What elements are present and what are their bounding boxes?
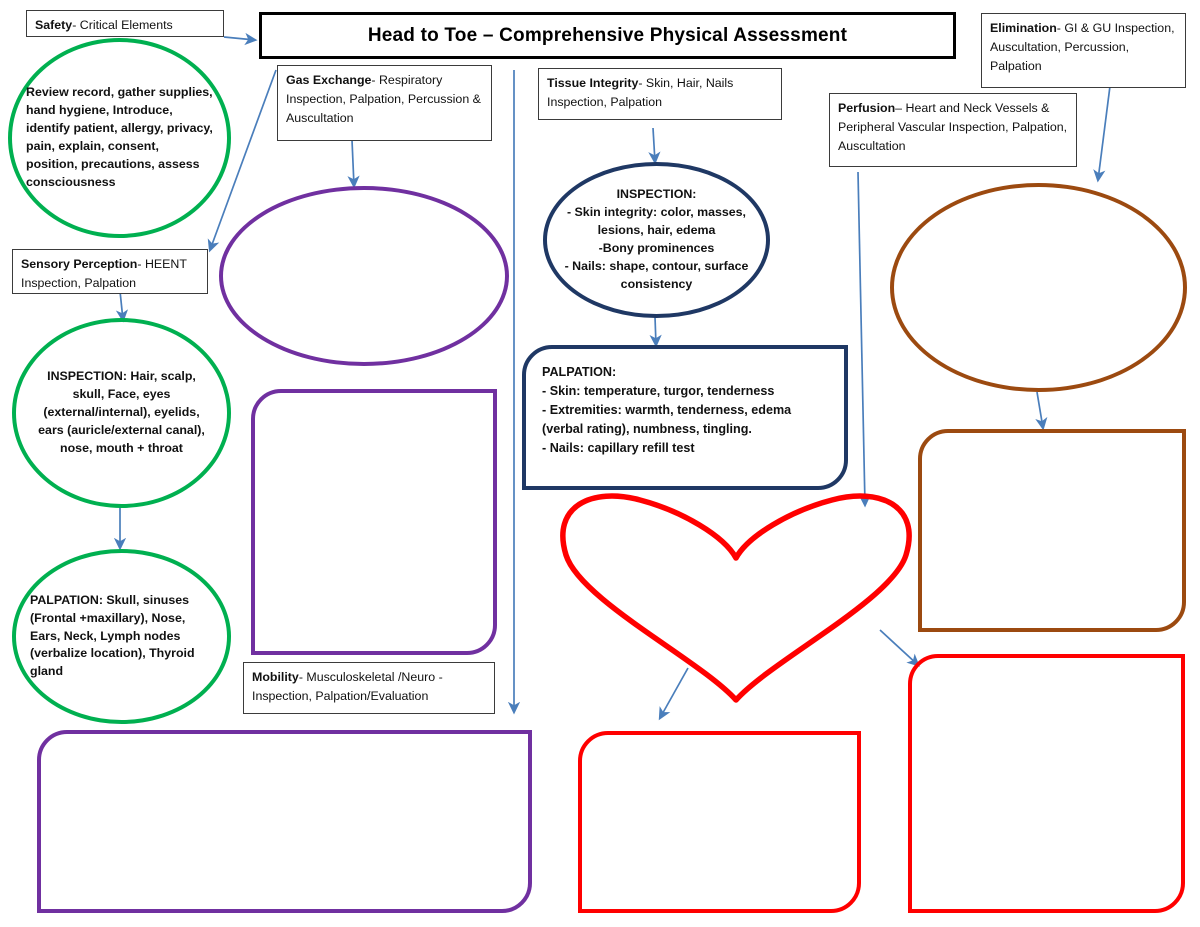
label-mobility-bold: Mobility: [252, 670, 299, 684]
arrow-inspection-to-palpation: [649, 316, 662, 348]
tissue-inspection-line-5: consistency: [620, 276, 693, 291]
mobility-rect[interactable]: [37, 730, 532, 913]
label-safety-bold: Safety: [35, 18, 73, 32]
arrow-gasexchange-to-ellipse: [347, 139, 360, 189]
gas-exchange-rect-text: [255, 393, 493, 421]
tissue-palpation-line-3: (verbal rating), numbness, tingling.: [542, 421, 752, 436]
label-safety[interactable]: Safety- Critical Elements: [26, 10, 224, 37]
elimination-ellipse[interactable]: [890, 183, 1187, 392]
arrow-heart-to-red-rect: [658, 667, 689, 721]
label-perfusion[interactable]: Perfusion– Heart and Neck Vessels & Peri…: [829, 93, 1077, 167]
tissue-palpation-line-4: - Nails: capillary refill test: [542, 440, 695, 455]
tissue-inspection-line-4: - Nails: shape, contour, surface: [564, 258, 749, 273]
gas-exchange-rect[interactable]: [251, 389, 497, 655]
arrow-perfusion-to-heart: [857, 171, 871, 508]
arrow-sensory-to-heent-inspection: [115, 290, 129, 323]
tissue-inspection-line-0: INSPECTION:: [616, 187, 697, 202]
tissue-palpation-line-0: PALPATION:: [542, 365, 617, 379]
tissue-inspection-line-2: lesions, hair, edema: [597, 223, 716, 238]
page-title-text: Head to Toe – Comprehensive Physical Ass…: [367, 24, 848, 46]
arrow-elimination-to-ellipse: [1093, 85, 1111, 183]
label-sensory-rest: - HEENT Inspection, Palpation: [21, 257, 187, 291]
label-mobility-rest: - Musculoskeletal /Neuro - Inspection, P…: [252, 670, 443, 704]
tissue-palpation-line-1: - Skin: temperature, turgor, tenderness: [542, 383, 775, 398]
tissue-palpation-rect[interactable]: PALPATION: - Skin: temperature, turgor, …: [522, 345, 848, 490]
label-tissue-integrity[interactable]: Tissue Integrity- Skin, Hair, Nails Insp…: [538, 68, 782, 120]
label-safety-rest: - Critical Elements: [72, 18, 173, 32]
label-elimination[interactable]: Elimination- GI & GU Inspection, Auscult…: [981, 13, 1186, 88]
elimination-rect-text: [922, 433, 1182, 461]
heent-inspection-text: INSPECTION: Hair, scalp, skull, Face, ey…: [38, 369, 205, 455]
heent-palpation-ellipse[interactable]: PALPATION: Skull, sinuses (Frontal +maxi…: [12, 549, 231, 724]
page-title: Head to Toe – Comprehensive Physical Ass…: [259, 12, 956, 59]
label-elimination-bold: Elimination: [990, 21, 1057, 35]
mobility-rect-text: [41, 734, 528, 762]
tissue-inspection-text: INSPECTION: - Skin integrity: color, mas…: [551, 186, 763, 294]
label-elimination-rest: - GI & GU Inspection, Auscultation, Perc…: [990, 21, 1175, 74]
heent-inspection-ellipse[interactable]: INSPECTION: Hair, scalp, skull, Face, ey…: [12, 318, 231, 508]
label-gas-exchange-bold: Gas Exchange: [286, 73, 372, 87]
label-tissue-integrity-rest: - Skin, Hair, Nails Inspection, Palpatio…: [547, 76, 734, 110]
label-perfusion-rest: – Heart and Neck Vessels & Peripheral Va…: [838, 101, 1068, 154]
arrow-tissue-to-inspection: [648, 127, 661, 165]
tissue-palpation-line-2: - Extremities: warmth, tenderness, edema: [542, 402, 792, 417]
heent-palpation-text: PALPATION: Skull, sinuses (Frontal +maxi…: [30, 592, 195, 679]
label-sensory-bold: Sensory Perception: [21, 257, 138, 271]
label-sensory-perception[interactable]: Sensory Perception- HEENT Inspection, Pa…: [12, 249, 208, 294]
safety-ellipse[interactable]: Review record, gather supplies, hand hyg…: [8, 38, 231, 238]
label-perfusion-bold: Perfusion: [838, 101, 896, 115]
safety-ellipse-text: Review record, gather supplies, hand hyg…: [26, 85, 213, 189]
arrow-brown-ellipse-to-rect: [1035, 391, 1048, 431]
label-tissue-integrity-bold: Tissue Integrity: [547, 76, 639, 90]
bottom-right-rect[interactable]: [908, 654, 1185, 913]
perfusion-heart-shape: [560, 493, 912, 703]
tissue-inspection-ellipse[interactable]: INSPECTION: - Skin integrity: color, mas…: [543, 162, 770, 318]
tissue-inspection-line-3: -Bony prominences: [598, 241, 715, 255]
label-mobility[interactable]: Mobility- Musculoskeletal /Neuro - Inspe…: [243, 662, 495, 714]
elimination-rect[interactable]: [918, 429, 1186, 632]
tissue-palpation-text: PALPATION: - Skin: temperature, turgor, …: [526, 349, 844, 471]
perfusion-rect-text: [582, 735, 857, 763]
bottom-right-rect-text: [912, 658, 1181, 686]
perfusion-rect[interactable]: [578, 731, 861, 913]
gas-exchange-ellipse[interactable]: [219, 186, 509, 366]
label-gas-exchange-rest: - Respiratory Inspection, Palpation, Per…: [286, 73, 481, 126]
arrow-safety-to-title: [223, 32, 258, 46]
tissue-inspection-line-1: - Skin integrity: color, masses,: [566, 205, 747, 220]
label-gas-exchange[interactable]: Gas Exchange- Respiratory Inspection, Pa…: [277, 65, 492, 141]
